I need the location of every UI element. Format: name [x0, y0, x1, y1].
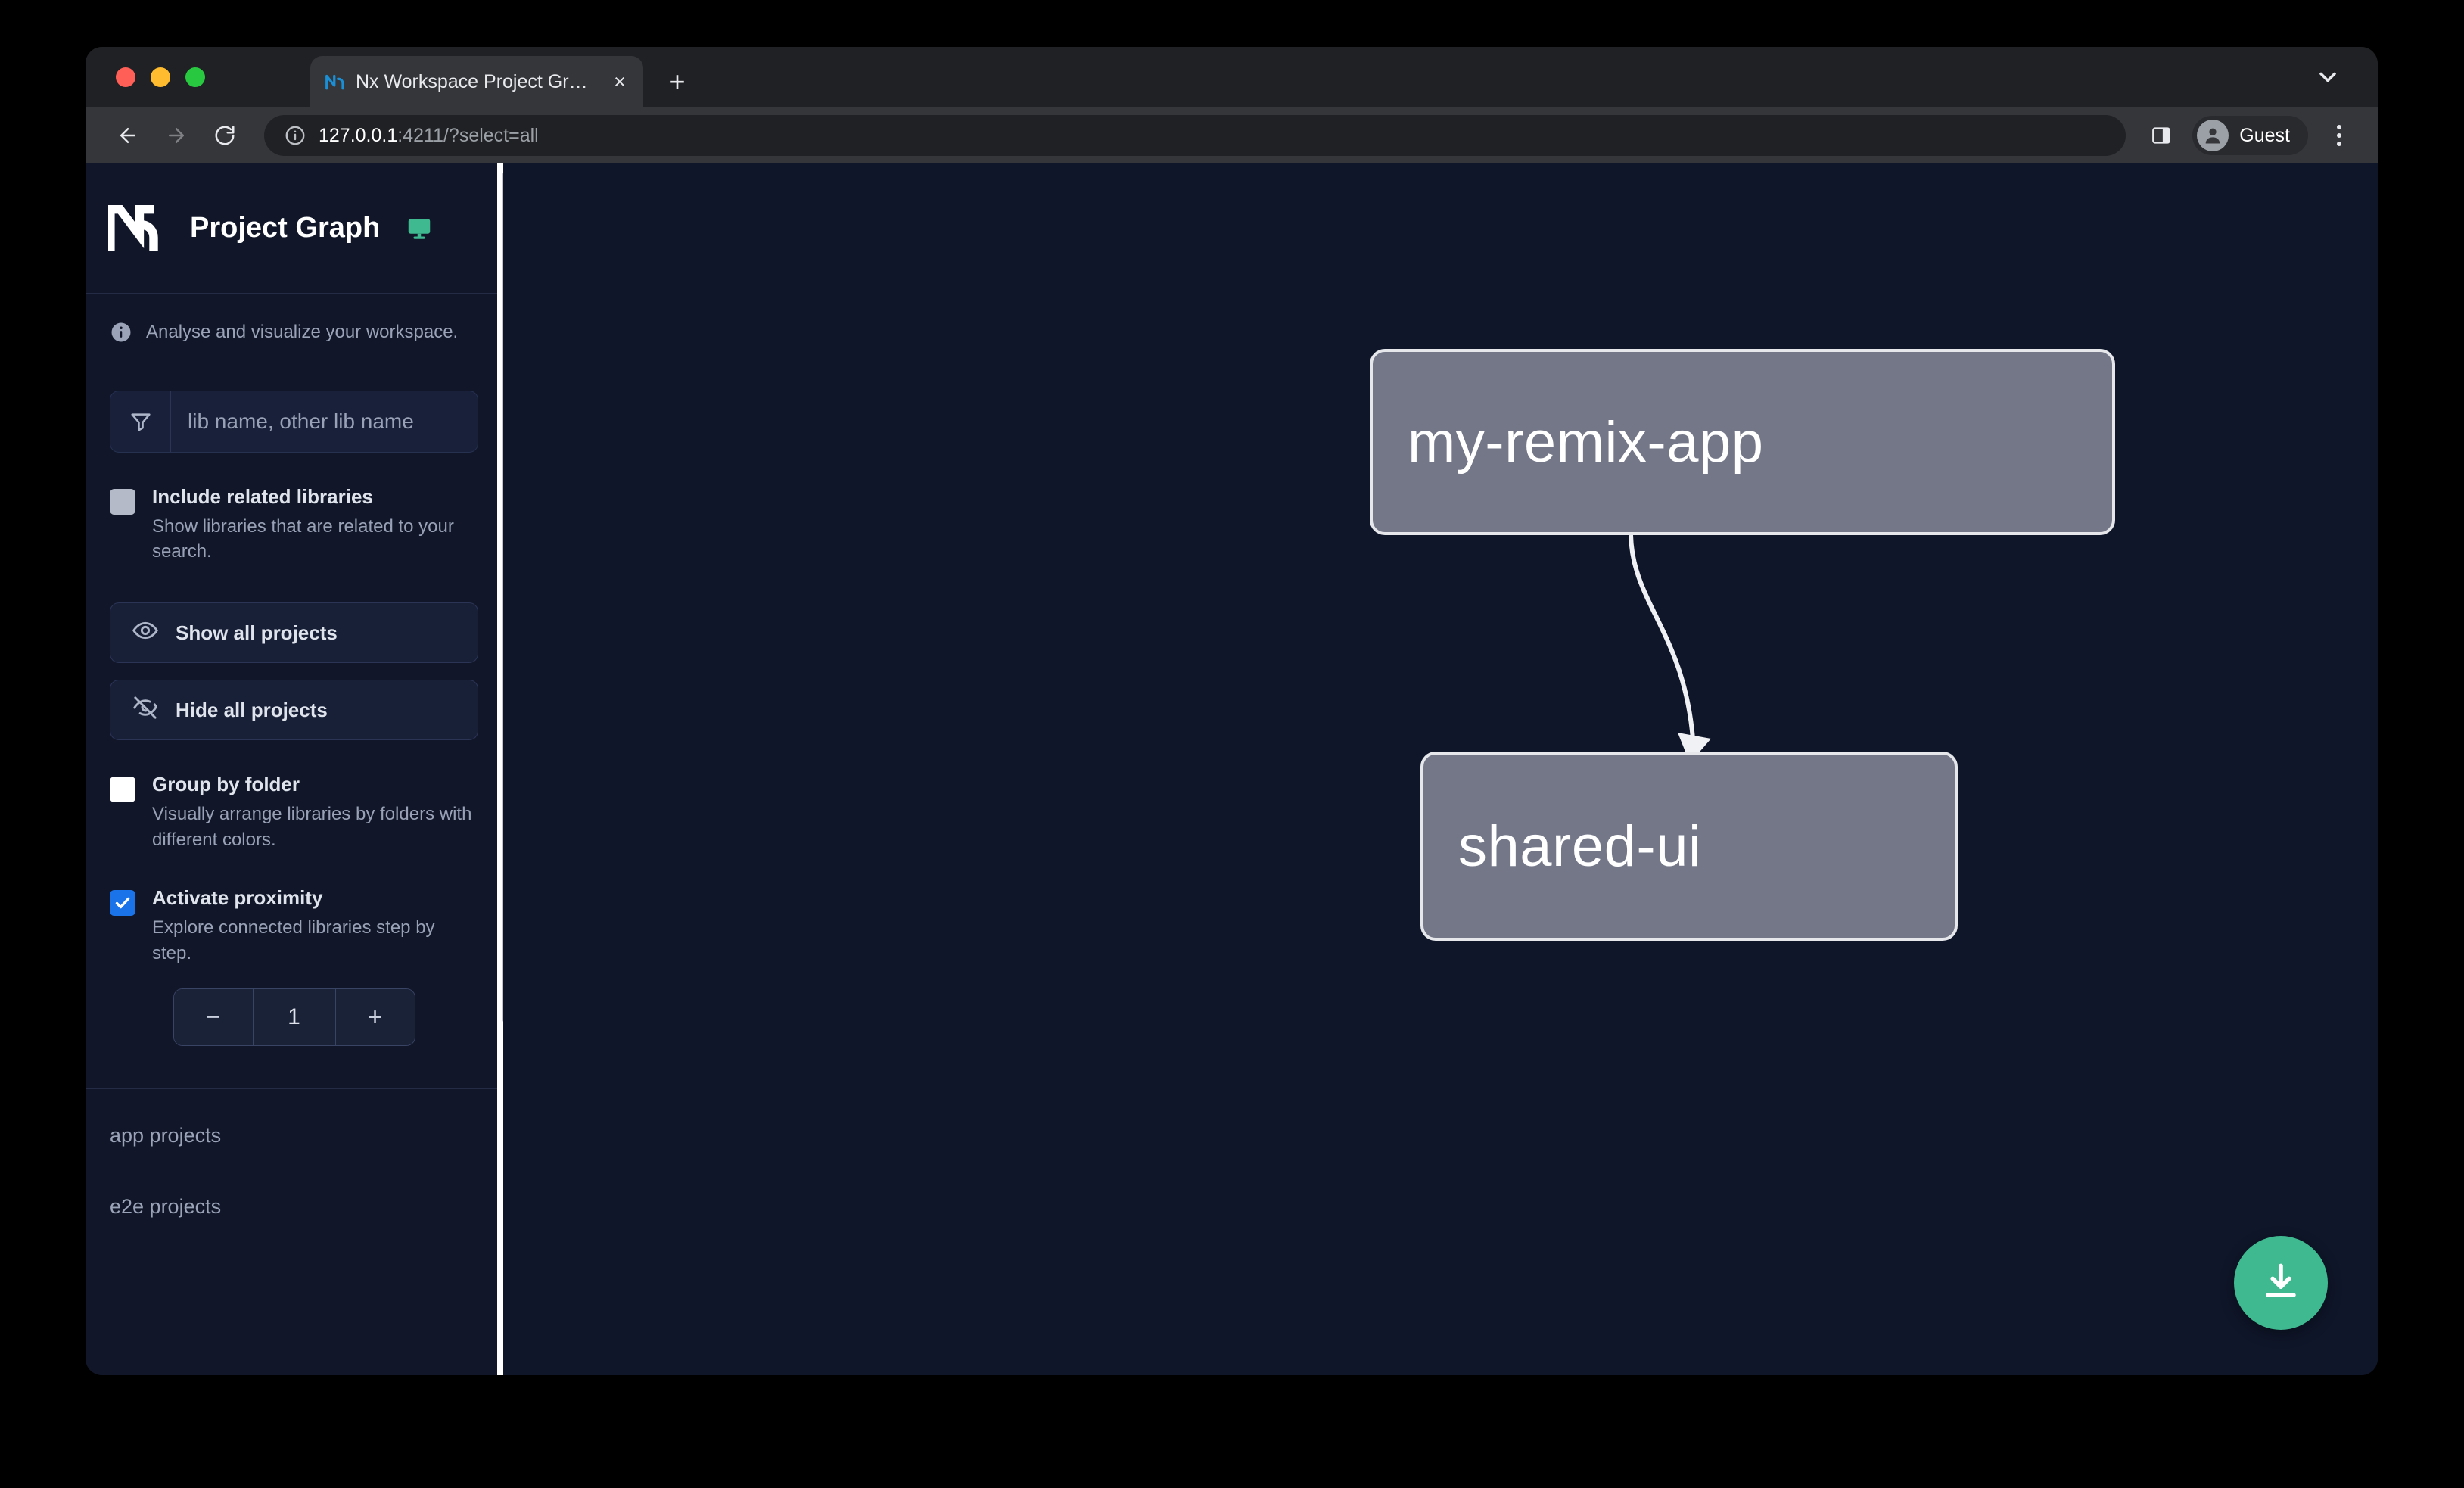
proximity-stepper[interactable]: − 1 +: [173, 988, 415, 1047]
graph-node-label: shared-ui: [1458, 814, 1702, 879]
download-icon: [2259, 1259, 2303, 1307]
eye-icon: [132, 617, 159, 649]
minimize-window-button[interactable]: [151, 67, 170, 87]
option-label: Activate proximity: [152, 886, 323, 910]
download-graph-button[interactable]: [2234, 1236, 2328, 1330]
close-tab-button[interactable]: ×: [614, 70, 626, 93]
chevron-down-icon[interactable]: [2314, 64, 2341, 91]
maximize-window-button[interactable]: [185, 67, 205, 87]
graph-node-label: my-remix-app: [1408, 409, 1764, 475]
nx-logo-icon: [106, 204, 169, 253]
browser-tab[interactable]: Nx Workspace Project Graph ×: [310, 56, 643, 107]
browser-tab-strip: Nx Workspace Project Graph × +: [86, 47, 2378, 107]
info-circle-icon: [110, 321, 132, 344]
browser-window: Nx Workspace Project Graph × + 127.0.0.1…: [86, 47, 2378, 1375]
page-viewport: Project Graph Analyse and visualize your…: [86, 163, 2378, 1375]
person-icon: [2197, 120, 2229, 151]
arrow-left-icon[interactable]: [107, 114, 149, 157]
hide-all-projects-label: Hide all projects: [176, 698, 328, 721]
option-label: Include related libraries: [152, 485, 373, 508]
option-activate-proximity[interactable]: Activate proximity Explore connected lib…: [86, 886, 502, 966]
checkbox-include-related-libraries[interactable]: [110, 489, 135, 515]
show-all-projects-label: Show all projects: [176, 621, 338, 644]
option-description: Visually arrange libraries by folders wi…: [152, 803, 472, 850]
project-graph-canvas[interactable]: my-remix-app shared-ui: [503, 163, 2378, 1375]
proximity-increment-button[interactable]: +: [335, 989, 415, 1046]
funnel-filter-icon: [110, 391, 171, 452]
filter-search-box[interactable]: [110, 391, 478, 453]
checkbox-activate-proximity[interactable]: [110, 890, 135, 917]
hide-all-projects-button[interactable]: Hide all projects: [110, 680, 478, 741]
url-text: 127.0.0.1:4211/?select=all: [319, 125, 539, 147]
sidebar-subtitle: Analyse and visualize your workspace.: [86, 294, 502, 344]
browser-toolbar: 127.0.0.1:4211/?select=all Guest: [86, 107, 2378, 163]
arrow-right-icon: [155, 114, 198, 157]
monitor-icon[interactable]: [406, 215, 433, 242]
project-group-label: e2e projects: [110, 1195, 222, 1219]
nx-logo-icon: [324, 70, 347, 93]
edge-my-remix-app-to-shared-ui: [1629, 534, 1695, 739]
reload-icon[interactable]: [204, 114, 246, 157]
info-circle-icon[interactable]: [284, 124, 306, 147]
profile-chip[interactable]: Guest: [2192, 116, 2308, 155]
graph-node-my-remix-app[interactable]: my-remix-app: [1370, 349, 2115, 535]
profile-name: Guest: [2239, 124, 2290, 146]
project-group-e2e-projects[interactable]: e2e projects: [110, 1160, 478, 1232]
window-traffic-lights: [116, 67, 205, 87]
project-group-app-projects[interactable]: app projects: [110, 1089, 478, 1161]
url-host: 127.0.0.1: [319, 124, 398, 146]
option-label: Group by folder: [152, 773, 300, 796]
option-group-by-folder[interactable]: Group by folder Visually arrange librari…: [86, 773, 502, 852]
project-group-label: app projects: [110, 1124, 222, 1147]
option-description: Show libraries that are related to your …: [152, 515, 454, 562]
sidebar-header: Project Graph: [86, 163, 502, 294]
search-input[interactable]: [171, 391, 478, 452]
address-bar[interactable]: 127.0.0.1:4211/?select=all: [264, 115, 2126, 156]
sidebar-subtitle-text: Analyse and visualize your workspace.: [146, 322, 459, 342]
sidebar-divider: [86, 1088, 502, 1090]
option-description: Explore connected libraries step by step…: [152, 917, 435, 963]
eye-slash-icon: [132, 694, 159, 727]
checkbox-group-by-folder[interactable]: [110, 777, 135, 803]
url-path: :4211/?select=all: [397, 124, 539, 146]
close-window-button[interactable]: [116, 67, 135, 87]
proximity-decrement-button[interactable]: −: [173, 989, 253, 1046]
sidebar: Project Graph Analyse and visualize your…: [86, 163, 521, 1375]
proximity-value: 1: [252, 989, 336, 1046]
browser-tab-title: Nx Workspace Project Graph: [356, 70, 598, 92]
option-include-related-libraries[interactable]: Include related libraries Show libraries…: [86, 485, 502, 565]
graph-node-shared-ui[interactable]: shared-ui: [1420, 752, 1958, 941]
show-all-projects-button[interactable]: Show all projects: [110, 602, 478, 664]
side-panel-icon[interactable]: [2144, 118, 2179, 153]
new-tab-button[interactable]: +: [669, 66, 686, 97]
page-title: Project Graph: [190, 212, 381, 244]
three-dots-icon[interactable]: [2322, 118, 2357, 153]
